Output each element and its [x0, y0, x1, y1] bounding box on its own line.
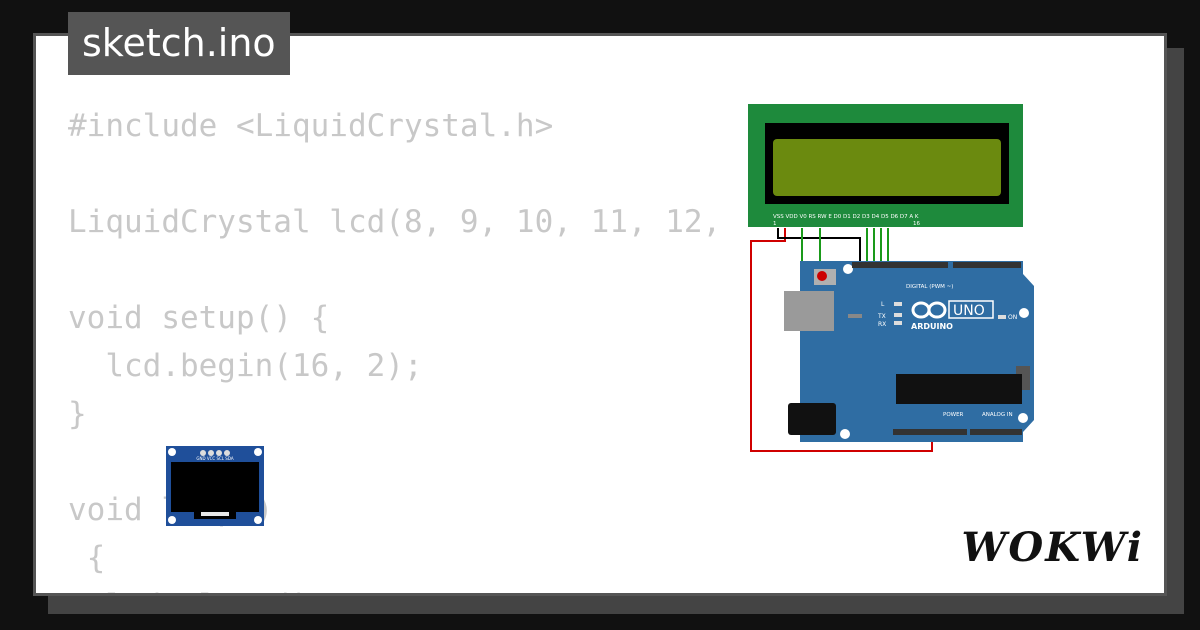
lcd-pin-last: 16 [913, 221, 920, 227]
power-label: POWER [943, 412, 964, 418]
lcd-16x2[interactable]: VSS VDD V0 RS RW E D0 D1 D2 D3 D4 D5 D6 … [748, 104, 1023, 227]
oled-display-module[interactable]: GND VCC SCL SDA [166, 446, 264, 526]
oled-pin[interactable] [216, 450, 222, 456]
mount-hole [1018, 413, 1028, 423]
uno-model-label: UNO [953, 303, 985, 319]
code-line: } [68, 396, 87, 432]
led-rx [894, 321, 902, 325]
oled-ribbon-strip [201, 512, 229, 516]
oled-pin[interactable] [200, 450, 206, 456]
led-l [894, 302, 902, 306]
digital-header-left[interactable] [852, 262, 948, 268]
wokwi-logo: WOKWi [961, 524, 1144, 571]
power-header[interactable] [893, 429, 967, 435]
code-line: LiquidCrystal lcd(8, 9, 10, 11, 12, [68, 204, 722, 240]
oled-pin-labels: GND VCC SCL SDA [196, 456, 233, 461]
mount-hole [254, 516, 262, 524]
mount-hole [168, 448, 176, 456]
analog-label: ANALOG IN [982, 412, 1013, 418]
oled-screen [171, 462, 259, 512]
arduino-brand-label: ARDUINO [911, 322, 953, 331]
led-rx-label: RX [878, 321, 886, 328]
atmega-chip [896, 374, 1022, 404]
lcd-screen [773, 139, 1001, 196]
mount-hole [168, 516, 176, 524]
digital-header-right[interactable] [953, 262, 1021, 268]
reset-button[interactable] [817, 271, 827, 281]
circuit-diagram: VSS VDD V0 RS RW E D0 D1 D2 D3 D4 D5 D6 … [748, 104, 1034, 452]
mount-hole [1019, 308, 1029, 318]
code-line: void setup() { [68, 300, 330, 336]
digital-label: DIGITAL (PWM ~) [906, 284, 953, 290]
led-on-label: ON [1008, 314, 1017, 321]
code-line: lcd.clear(); [68, 582, 721, 593]
filename-tab[interactable]: sketch.ino [68, 12, 290, 75]
led-l-label: L [881, 301, 885, 308]
lcd-pin-first: 1 [773, 221, 777, 227]
code-line: #include <LiquidCrystal.h> [68, 108, 554, 144]
code-line: { [68, 540, 106, 576]
power-jack[interactable] [788, 403, 836, 435]
code-line [68, 246, 721, 294]
code-line: lcd.begin(16, 2); [68, 348, 423, 384]
led-on [998, 315, 1006, 319]
arduino-infinity-logo-icon [911, 301, 947, 319]
lcd-pin-labels: VSS VDD V0 RS RW E D0 D1 D2 D3 D4 D5 D6 … [773, 214, 919, 220]
mount-hole [843, 264, 853, 274]
usb-port[interactable] [784, 291, 834, 331]
arduino-uno-board[interactable]: DIGITAL (PWM ~) L TX RX ON ARDUINO UNO P… [784, 261, 1034, 442]
preview-card: #include <LiquidCrystal.h> LiquidCrystal … [33, 33, 1167, 596]
code-line [68, 150, 721, 198]
uno-badge [948, 300, 994, 319]
led-tx-label: TX [877, 313, 886, 320]
oled-pin[interactable] [208, 450, 214, 456]
mount-hole [840, 429, 850, 439]
icsp-header [848, 314, 862, 318]
mount-hole [254, 448, 262, 456]
analog-header[interactable] [970, 429, 1022, 435]
led-tx [894, 313, 902, 317]
oled-pin[interactable] [224, 450, 230, 456]
